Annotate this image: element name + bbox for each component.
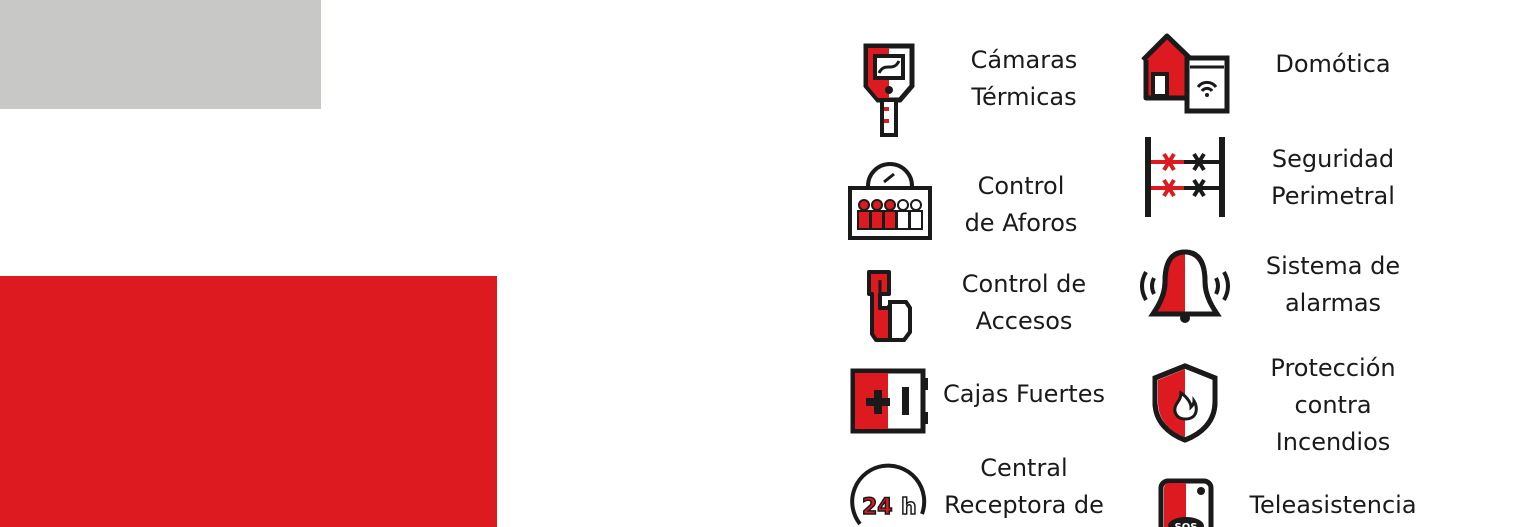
service-label-domotica: Domótica — [1233, 46, 1433, 83]
svg-text:SOS: SOS — [1175, 522, 1198, 527]
sos-phone-icon: SOS — [1158, 478, 1214, 527]
red-block — [0, 276, 497, 527]
service-label-teleasistencia: Teleasistencia — [1233, 487, 1433, 524]
label-line: Central — [980, 454, 1068, 482]
gray-block — [0, 0, 321, 109]
service-label-control-aforos: Control de Aforos — [921, 168, 1121, 242]
label-line: de Aforos — [964, 209, 1078, 237]
label-line: Sistema de — [1265, 252, 1401, 280]
smart-home-icon — [1141, 33, 1230, 114]
access-touch-icon — [867, 270, 912, 342]
label-line: Térmicas — [971, 83, 1077, 111]
barbed-wire-fence-icon — [1145, 137, 1225, 217]
24h-clock-icon: 24 h — [850, 463, 927, 526]
label-line: contra — [1294, 391, 1372, 419]
label-line: Incendios — [1275, 428, 1391, 456]
service-label-cajas-fuertes: Cajas Fuertes — [924, 376, 1124, 413]
label-line: Control — [977, 172, 1065, 200]
label-line: Accesos — [975, 307, 1073, 335]
alarm-bell-icon — [1140, 249, 1230, 323]
label-line: Domótica — [1275, 50, 1391, 78]
label-line: Cámaras — [970, 46, 1078, 74]
fire-shield-icon — [1152, 363, 1218, 443]
label-line: Receptora de — [944, 491, 1104, 519]
capacity-gauge-icon — [848, 162, 932, 240]
label-line: Control de — [961, 270, 1087, 298]
label-line: Perimetral — [1271, 182, 1395, 210]
safe-box-icon — [850, 368, 928, 434]
service-label-sistema-alarmas: Sistema de alarmas — [1233, 248, 1433, 322]
label-line: alarmas — [1284, 289, 1382, 317]
service-label-control-accesos: Control de Accesos — [924, 266, 1124, 340]
label-line: Cajas Fuertes — [943, 380, 1105, 408]
thermal-camera-icon — [863, 43, 915, 137]
label-line: Seguridad — [1271, 145, 1395, 173]
svg-text:h: h — [901, 495, 917, 520]
label-line: Teleasistencia — [1249, 491, 1417, 519]
label-line: Protección — [1270, 354, 1396, 382]
24h-badge: 24 — [862, 495, 893, 520]
